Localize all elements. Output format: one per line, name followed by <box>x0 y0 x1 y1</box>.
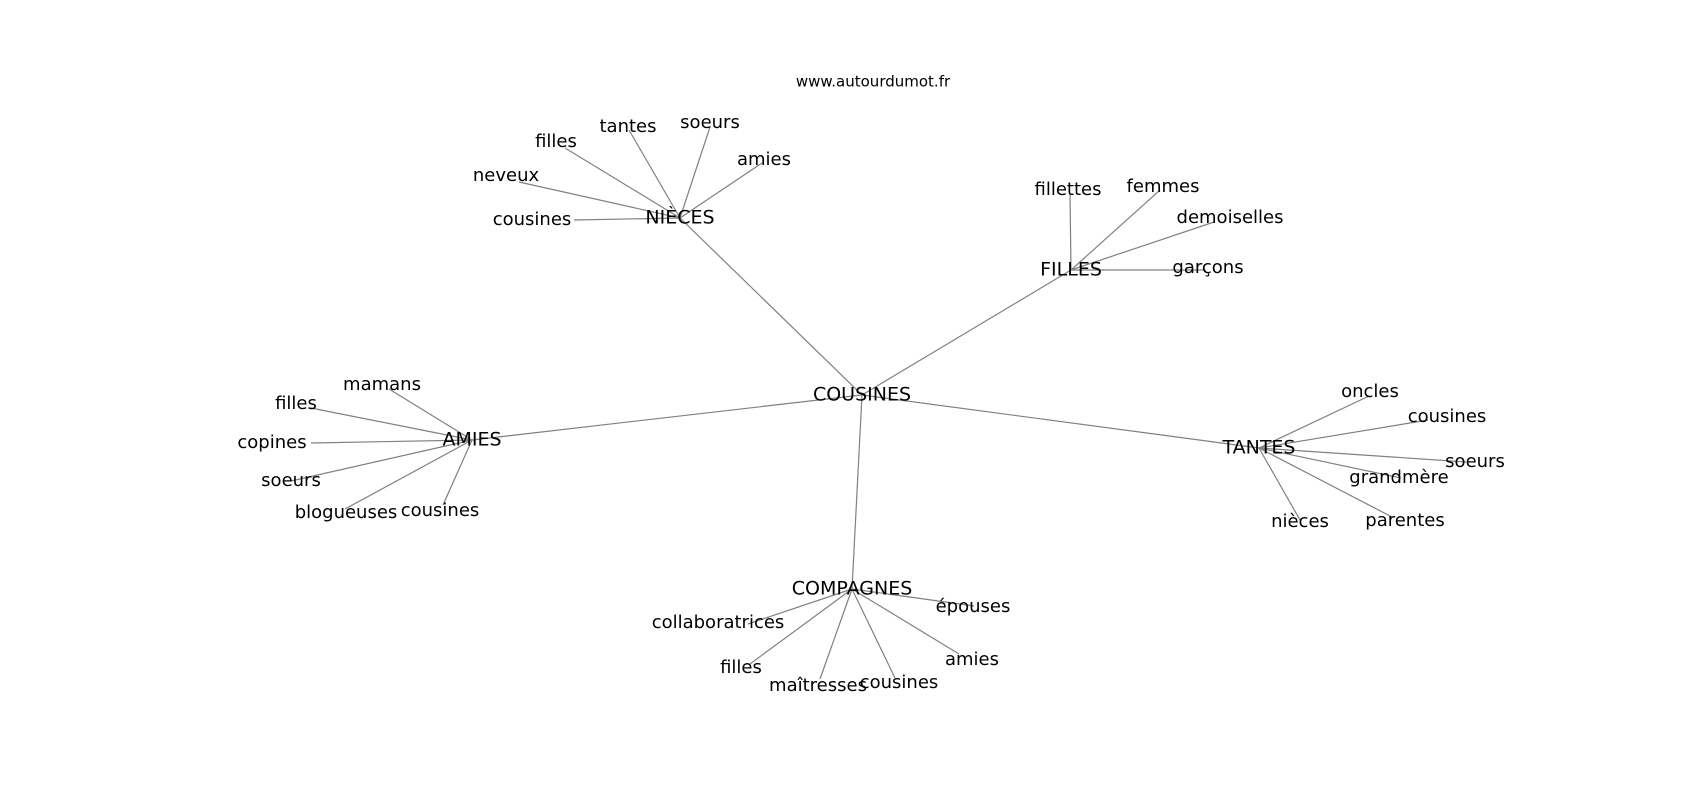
leaf-node-amies: filles <box>275 393 317 414</box>
edge-tantes-leaf <box>1258 447 1301 521</box>
edge-root-amies <box>471 394 863 441</box>
leaf-node-tantes: oncles <box>1341 381 1399 402</box>
edge-amies-leaf <box>344 439 473 510</box>
hub-node-compagnes: COMPAGNES <box>792 578 913 600</box>
edge-amies-leaf <box>290 439 473 482</box>
edge-nieces-leaf <box>518 181 681 219</box>
edge-compagnes-leaf <box>749 588 853 665</box>
root-node-label: COUSINES <box>813 384 911 406</box>
hub-node-tantes: TANTES <box>1221 437 1295 459</box>
edge-tantes-leaf <box>1258 447 1467 463</box>
leaf-node-tantes: cousines <box>1408 406 1487 427</box>
leaf-node-tantes: grandmère <box>1349 467 1448 488</box>
edge-compagnes-leaf <box>851 588 975 607</box>
leaf-node-compagnes: filles <box>720 657 762 678</box>
edge-compagnes-leaf <box>851 588 896 679</box>
leaf-node-filles: fillettes <box>1035 179 1102 200</box>
leaf-node-filles: garçons <box>1172 257 1243 278</box>
edge-amies-leaf <box>310 439 473 444</box>
leaf-node-nieces: tantes <box>599 116 656 137</box>
edge-amies-leaf <box>388 388 473 441</box>
hub-node-nieces: NIÈCES <box>645 206 714 229</box>
edge-tantes-leaf <box>1258 419 1429 449</box>
edge-root-nieces <box>679 217 863 396</box>
leaf-node-nieces: soeurs <box>680 112 740 133</box>
leaf-node-amies: copines <box>237 432 306 453</box>
edge-amies-leaf <box>310 407 473 441</box>
leaf-node-compagnes: collaboratrices <box>652 612 785 633</box>
edge-filles-leaf <box>1070 189 1161 271</box>
leaf-node-tantes: nièces <box>1271 511 1329 532</box>
edge-nieces-leaf <box>573 217 681 221</box>
leaf-node-amies: blogueuses <box>295 502 398 523</box>
labels-layer: www.autourdumot.fr COUSINES NIÈCES cousine… <box>237 73 1504 697</box>
edges-layer <box>290 126 1467 680</box>
leaf-node-compagnes: épouses <box>936 596 1011 617</box>
leaf-node-amies: mamans <box>343 374 421 395</box>
edge-tantes-leaf <box>1258 395 1370 449</box>
edge-nieces-leaf <box>564 147 681 219</box>
leaf-node-compagnes: amies <box>945 649 999 670</box>
leaf-node-amies: cousines <box>401 500 480 521</box>
leaf-node-nieces: cousines <box>493 209 572 230</box>
leaf-node-filles: femmes <box>1127 176 1200 197</box>
edge-filles-leaf <box>1070 221 1215 271</box>
leaf-node-tantes: soeurs <box>1445 451 1505 472</box>
edge-root-tantes <box>861 394 1260 449</box>
leaf-node-nieces: neveux <box>473 165 540 186</box>
leaf-node-tantes: parentes <box>1365 510 1444 531</box>
edge-amies-leaf <box>442 439 473 506</box>
edge-tantes-leaf <box>1258 447 1393 518</box>
edge-root-filles <box>861 269 1072 396</box>
edge-nieces-leaf <box>679 162 763 219</box>
edge-filles-leaf <box>1069 192 1072 271</box>
edge-root-compagnes <box>851 394 863 590</box>
edge-compagnes-leaf <box>851 588 960 655</box>
leaf-node-nieces: amies <box>737 149 791 170</box>
leaf-node-compagnes: maîtresses <box>769 675 867 696</box>
leaf-node-filles: demoiselles <box>1177 207 1284 228</box>
leaf-node-nieces: filles <box>535 131 577 152</box>
edge-tantes-leaf <box>1258 447 1402 479</box>
leaf-node-compagnes: cousines <box>860 672 939 693</box>
hub-node-amies: AMIES <box>442 429 501 451</box>
edge-nieces-leaf <box>628 129 681 219</box>
source-url: www.autourdumot.fr <box>796 73 951 91</box>
edge-compagnes-leaf <box>747 588 853 625</box>
edge-compagnes-leaf <box>819 588 853 680</box>
edge-nieces-leaf <box>679 126 711 219</box>
hub-node-filles: FILLES <box>1040 259 1102 281</box>
leaf-node-amies: soeurs <box>261 470 321 491</box>
